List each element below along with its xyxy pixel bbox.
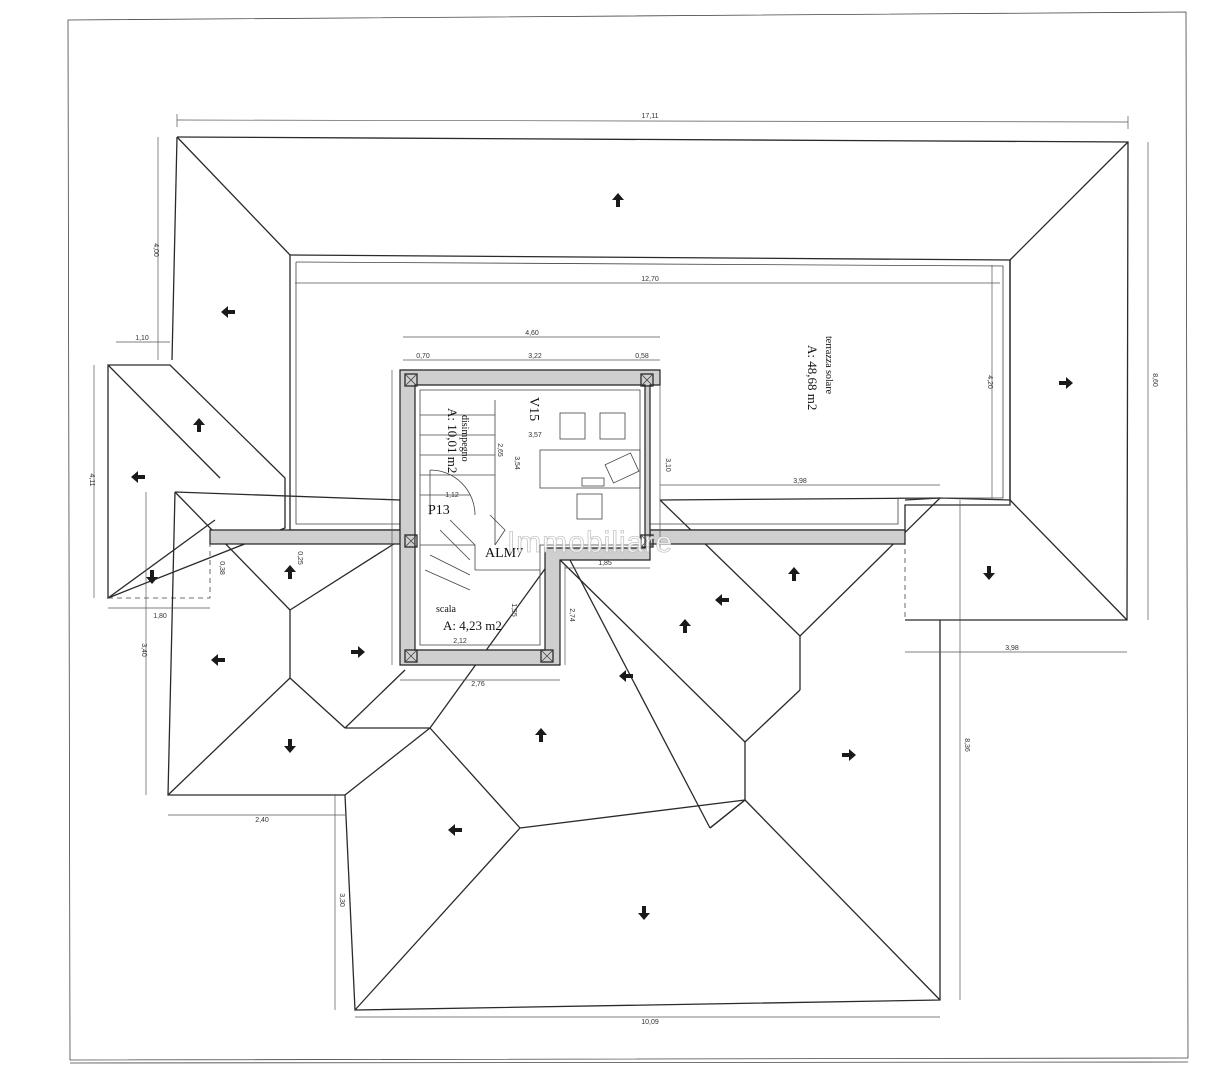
arrow-left-icon <box>131 471 145 483</box>
dim-small-w: 0,25 <box>296 551 303 565</box>
dim-stair-total: 4,60 <box>525 330 539 337</box>
dim-stair-right: 0,58 <box>635 353 649 360</box>
dim-bottom-h: 3,30 <box>338 893 345 907</box>
window-code: V15 <box>526 397 541 421</box>
room-terrazza-area: A: 48,68 m2 <box>805 345 820 410</box>
arrow-left-icon <box>619 670 633 682</box>
dimension-labels: 17,11 12,70 4,60 0,70 3,22 0,58 1,10 4,1… <box>88 113 1158 1026</box>
dim-top-left-height: 4,00 <box>152 243 159 257</box>
furniture <box>539 412 641 520</box>
dim-scala-bottom: 2,76 <box>471 681 485 688</box>
room-scala-area: A: 4,23 m2 <box>443 618 502 633</box>
dim-right-long: 8,36 <box>963 738 970 752</box>
terrace-parapet <box>209 254 1011 545</box>
door-code: P13 <box>428 503 450 518</box>
arrow-up-icon <box>612 193 624 207</box>
arrow-up-icon <box>679 619 691 633</box>
dim-alm-w: 1,85 <box>598 560 612 567</box>
room-disimpegno-name: disimpegno <box>459 415 470 462</box>
arrow-up-icon <box>284 565 296 579</box>
dim-scala-w: 2,12 <box>453 638 467 645</box>
arrow-left-icon <box>448 824 462 836</box>
dim-scala-side: 2,74 <box>568 608 575 622</box>
dim-inner-width: 12,70 <box>641 276 659 283</box>
arrow-right-icon <box>842 749 856 761</box>
dim-top-total: 17,11 <box>642 113 659 120</box>
stair-treads <box>420 400 540 591</box>
dim-inner-b: 2,65 <box>496 443 503 457</box>
dim-small-h: 0,38 <box>218 561 225 575</box>
arrow-up-icon <box>193 418 205 432</box>
dim-stair-left: 0,70 <box>416 353 430 360</box>
dim-terrace-depth: 4,20 <box>986 375 993 389</box>
dim-left-height: 4,11 <box>88 473 95 486</box>
arrow-right-icon <box>351 646 365 658</box>
arrow-right-icon <box>1059 377 1073 389</box>
dim-lower-left-h: 3,40 <box>140 643 147 657</box>
dim-right-bottom: 3,98 <box>1005 645 1019 652</box>
dim-scala-h: 1,55 <box>510 603 517 617</box>
dim-right-ext: 3,98 <box>793 478 807 485</box>
room-scala-name: scala <box>436 604 457 615</box>
arrow-up-icon <box>788 567 800 581</box>
roof-outline <box>107 136 1129 1011</box>
column-markers <box>404 373 654 663</box>
dim-left-wing: 1,80 <box>153 613 167 620</box>
dim-bottom-total: 10,09 <box>641 1019 659 1026</box>
sheet-border <box>67 11 1189 1064</box>
arrow-left-icon <box>715 594 729 606</box>
alm-code: ALM7 <box>485 546 523 561</box>
room-labels: disimpegno A: 10,01 m2 scala A: 4,23 m2 … <box>428 336 834 633</box>
dim-right-height: 8,60 <box>1151 373 1158 387</box>
dim-inner-a: 3,57 <box>528 432 542 439</box>
watermark: Immobiliare <box>507 526 673 559</box>
dim-lower-left-w: 2,40 <box>255 817 269 824</box>
room-terrazza-name: terrazza solare <box>823 336 834 395</box>
dim-left-overhang: 1,10 <box>135 335 149 342</box>
dim-stair-mid: 3,22 <box>528 353 542 360</box>
arrow-left-icon <box>221 306 235 318</box>
slope-arrows <box>131 193 1073 920</box>
arrow-down-icon <box>638 906 650 920</box>
arrow-down-icon <box>983 566 995 580</box>
dim-inner-d: 3,10 <box>664 458 671 472</box>
dim-door-width: 1,12 <box>445 492 459 499</box>
arrow-down-icon <box>146 570 158 584</box>
arrow-down-icon <box>284 739 296 753</box>
dim-inner-c: 3,54 <box>513 456 520 470</box>
stair-block <box>399 369 661 666</box>
room-disimpegno-area: A: 10,01 m2 <box>445 408 460 473</box>
arrow-up-icon <box>535 728 547 742</box>
arrow-left-icon <box>211 654 225 666</box>
dimension-lines <box>93 114 1149 1018</box>
